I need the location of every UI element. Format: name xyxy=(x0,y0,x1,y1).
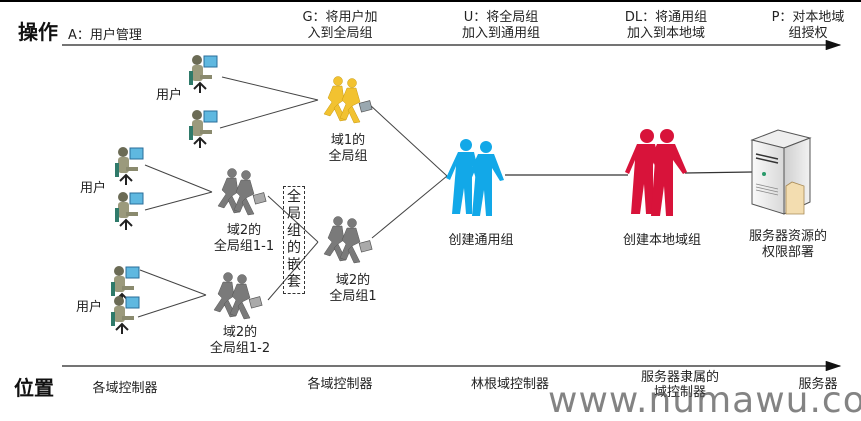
top-border xyxy=(0,0,861,2)
domain2-global-group-1-1-label: 域2的 全局组1-1 xyxy=(213,223,275,254)
domain2-global-group-1-label: 域2的 全局组1 xyxy=(329,273,377,304)
user-computer-icon xyxy=(115,192,144,230)
connector-lines xyxy=(62,39,842,372)
user-computer-icon xyxy=(111,296,140,334)
universal-group-label: 创建通用组 xyxy=(448,233,514,248)
domain2-global-group-1-1-icon xyxy=(217,168,267,216)
op-step-u: U：将全局组 加入到通用组 xyxy=(461,10,540,41)
domain1-global-group-label: 域1的 全局组 xyxy=(328,133,368,164)
loc-step-2: 各域控制器 xyxy=(307,377,373,392)
user-group-1-label: 用户 xyxy=(156,88,183,103)
loc-step-4: 服务器隶属的 域控制器 xyxy=(640,370,719,400)
server-icon xyxy=(750,129,812,215)
loc-step-5: 服务器 xyxy=(798,377,838,392)
loc-step-3: 林根域控制器 xyxy=(470,377,549,392)
user-group-3-label: 用户 xyxy=(76,300,103,315)
watermark: www.numawu.com xyxy=(548,380,861,421)
op-step-g: G：将用户加 入到全局组 xyxy=(302,10,378,41)
user-computer-icon xyxy=(189,110,218,148)
domain-local-group-icon xyxy=(625,129,687,216)
op-step-a: A：用户管理 xyxy=(68,28,142,43)
domain-local-group-label: 创建本地域组 xyxy=(622,233,701,248)
domain2-global-group-1-2-icon xyxy=(213,272,263,320)
op-step-p: P：对本地域 组授权 xyxy=(771,10,845,41)
user-group-2-label: 用户 xyxy=(80,181,107,196)
global-group-nesting-box: 全局组的嵌套 xyxy=(283,186,305,294)
user-computer-icon xyxy=(115,147,144,185)
universal-group-icon xyxy=(446,139,504,216)
user-computer-icon xyxy=(189,55,218,93)
location-axis-title: 位置 xyxy=(14,376,54,400)
domain2-global-group-1-icon xyxy=(323,216,373,264)
domain2-global-group-1-2-label: 域2的 全局组1-2 xyxy=(209,325,271,356)
server-resource-label: 服务器资源的 权限部署 xyxy=(748,229,827,260)
operation-axis-title: 操作 xyxy=(18,20,58,44)
domain1-global-group-icon xyxy=(323,76,373,124)
op-step-dl: DL：将通用组 加入到本地域 xyxy=(624,10,708,41)
loc-step-1: 各域控制器 xyxy=(92,381,158,396)
